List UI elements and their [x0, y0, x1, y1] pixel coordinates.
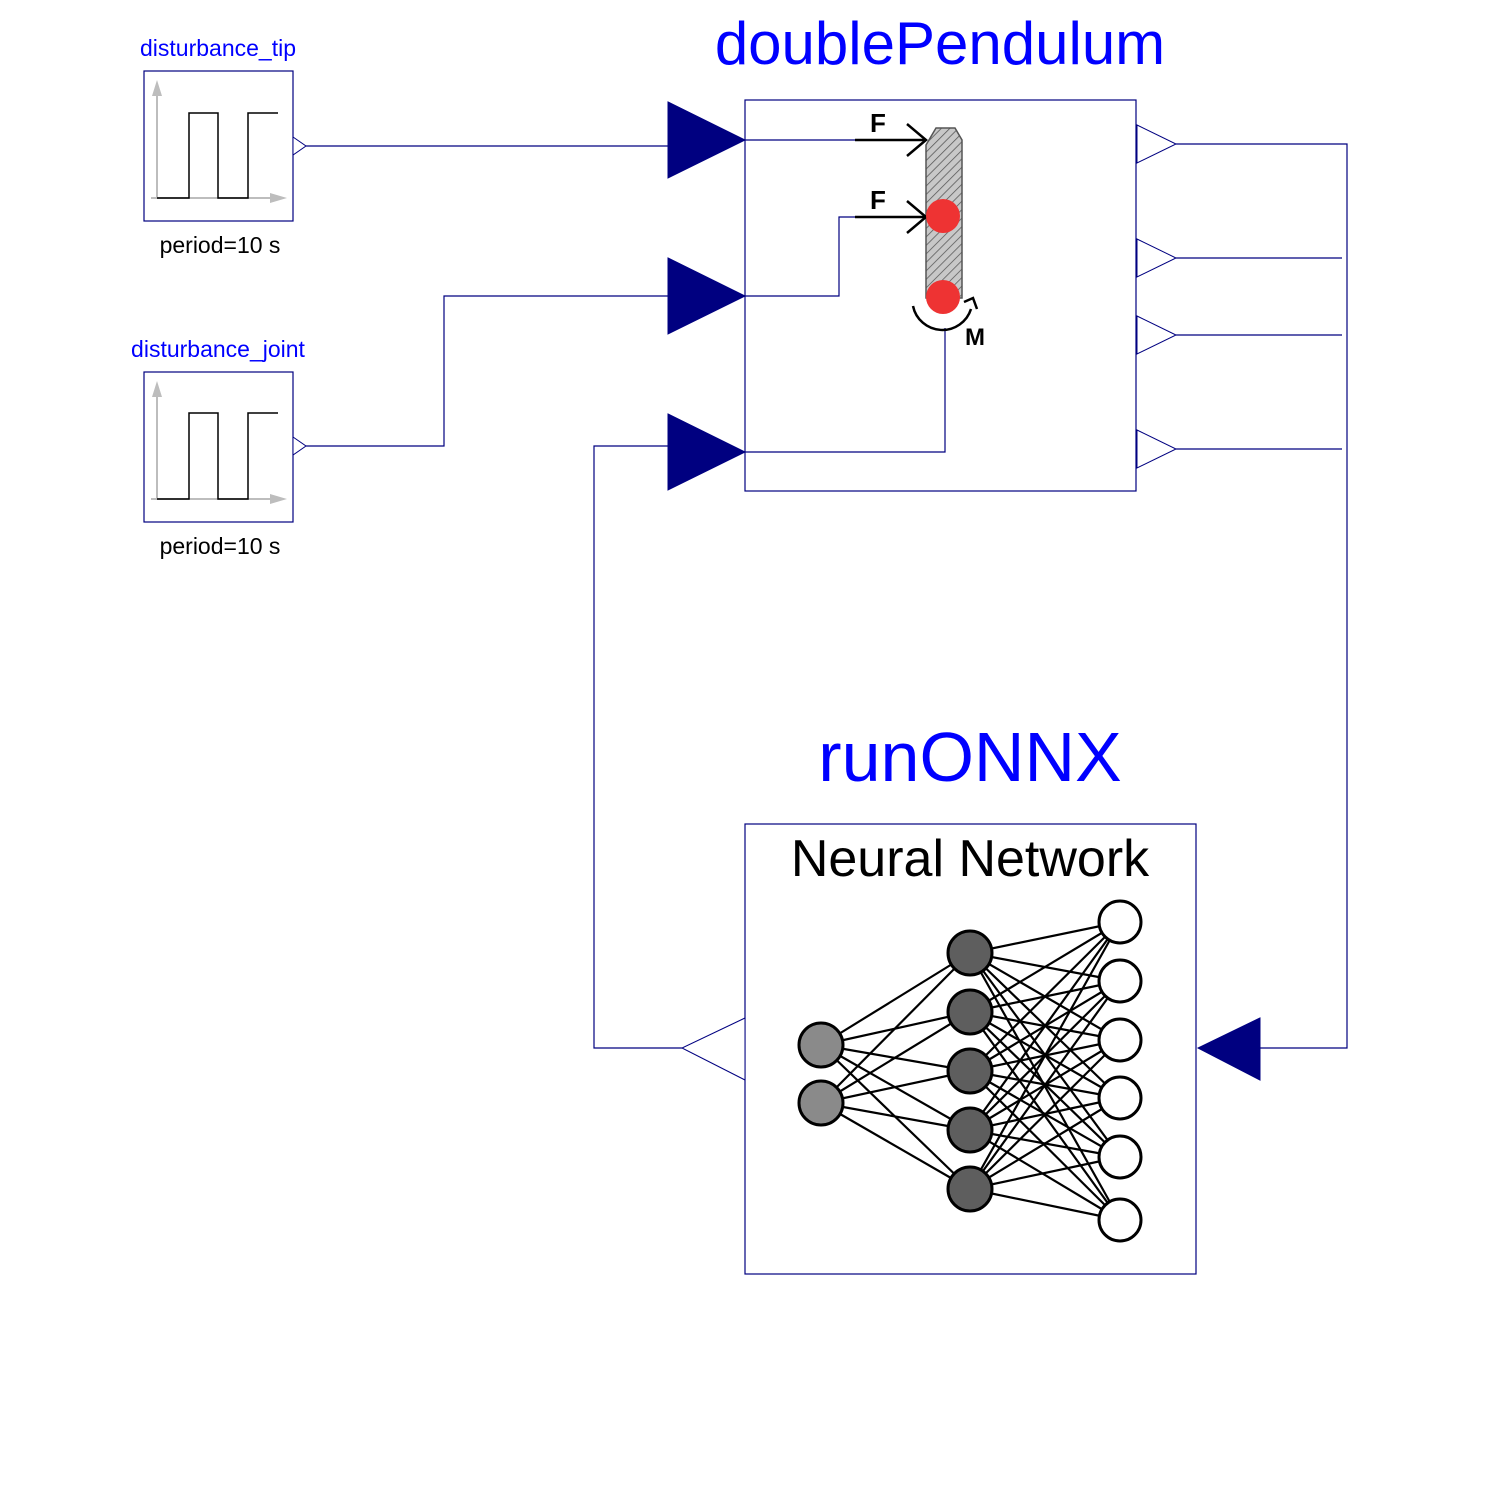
block-double-pendulum[interactable]: doublePendulum F F [667, 10, 1178, 492]
neural-network-nodes [797, 899, 1143, 1243]
nn-hidden-node [946, 1047, 994, 1095]
nn-edge [969, 921, 1121, 1190]
block-run-onnx-name: runONNX [818, 718, 1121, 796]
nn-edge [969, 1097, 1121, 1190]
neural-network-edges [820, 920, 1121, 1222]
nn-edge [969, 920, 1121, 955]
pendulum-internal-lines [745, 139, 946, 453]
moment-label: M [965, 324, 985, 351]
nn-input-node [797, 1021, 845, 1069]
wire-onnx-to-pendulum-torque[interactable] [593, 445, 682, 1049]
pendulum-input-port-torque[interactable] [667, 413, 747, 491]
nn-output-node [1097, 1197, 1143, 1243]
pendulum-output-port-4[interactable] [1136, 429, 1178, 469]
nn-edge [820, 1101, 971, 1132]
block-run-onnx-caption: Neural Network [791, 830, 1150, 888]
connections [306, 143, 1348, 1049]
nn-hidden-node [946, 929, 994, 977]
nn-edge [969, 1155, 1121, 1191]
nn-output-node [1097, 1017, 1143, 1063]
nn-edge [820, 952, 971, 1104]
nn-edge [969, 1187, 1121, 1222]
wire-disturbance-joint-to-pendulum[interactable] [306, 295, 668, 447]
moment-arrow-icon [911, 296, 979, 332]
block-disturbance-tip-period: period=10 s [160, 232, 281, 258]
disturbance-tip-output-port[interactable] [292, 136, 307, 156]
nn-edge [820, 1011, 971, 1104]
pendulum-output-port-1[interactable] [1136, 124, 1178, 164]
pendulum-mass-lower [926, 280, 960, 314]
nn-edge [820, 952, 971, 1046]
nn-edge [969, 921, 1121, 1072]
nn-edge [969, 1039, 1121, 1190]
pendulum-mass-upper [926, 199, 960, 233]
onnx-input-port[interactable] [1196, 1017, 1261, 1081]
pulse-waveform-icon [157, 412, 278, 500]
pendulum-output-port-3[interactable] [1136, 315, 1178, 355]
nn-hidden-node [946, 988, 994, 1036]
force-arrow-tip-icon [855, 123, 928, 157]
nn-edge [820, 1102, 971, 1190]
disturbance-joint-output-port[interactable] [292, 436, 307, 456]
nn-hidden-node [946, 1165, 994, 1213]
force-label-joint: F [870, 185, 886, 215]
block-disturbance-tip-name: disturbance_tip [140, 35, 296, 61]
nn-output-node [1097, 899, 1143, 945]
onnx-output-port[interactable] [680, 1017, 746, 1081]
pulse-waveform-icon [157, 112, 278, 199]
nn-hidden-node [946, 1106, 994, 1154]
nn-edge [969, 980, 1121, 1190]
nn-output-node [1097, 958, 1143, 1004]
force-label-tip: F [870, 108, 886, 138]
nn-output-node [1097, 1075, 1143, 1121]
nn-output-node [1097, 1134, 1143, 1180]
block-double-pendulum-name: doublePendulum [715, 10, 1165, 77]
block-run-onnx[interactable]: runONNX Neural Network [680, 718, 1261, 1275]
nn-edge [820, 1069, 971, 1105]
block-disturbance-tip[interactable]: disturbance_tip period=10 s [140, 35, 307, 258]
block-disturbance-joint[interactable]: disturbance_joint period=10 s [131, 336, 307, 559]
neural-network-icon [797, 899, 1143, 1243]
force-arrow-joint-icon [855, 200, 928, 234]
nn-input-node [797, 1079, 845, 1127]
block-disturbance-joint-name: disturbance_joint [131, 336, 306, 362]
pendulum-input-port-tip-force[interactable] [667, 101, 747, 179]
pendulum-output-port-2[interactable] [1136, 238, 1178, 278]
wire-pendulum-outputs-to-onnx[interactable] [1176, 143, 1348, 1049]
nn-edge [969, 921, 1121, 1013]
pendulum-input-port-joint-force[interactable] [667, 257, 747, 335]
block-disturbance-joint-period: period=10 s [160, 533, 281, 559]
nn-edge [969, 921, 1121, 1131]
